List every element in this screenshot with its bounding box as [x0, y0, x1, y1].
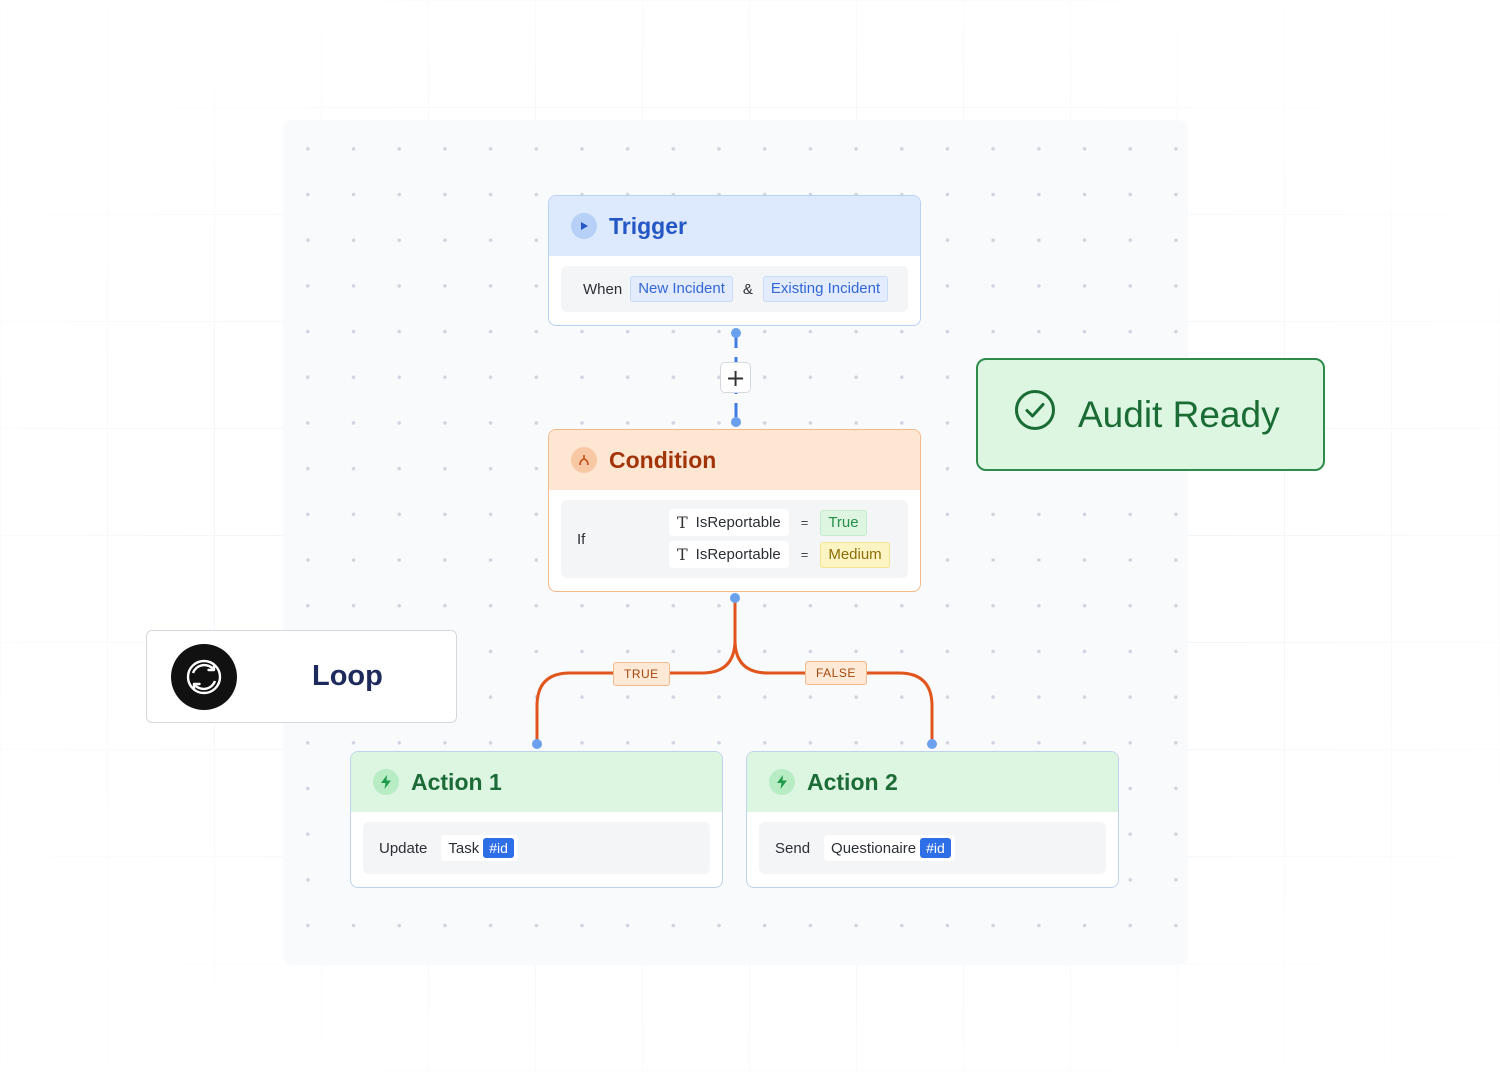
action-1-body: Update Task #id	[363, 822, 710, 874]
loop-label: Loop	[312, 660, 383, 692]
bolt-icon	[373, 769, 399, 795]
field-chip[interactable]: T IsReportable	[669, 509, 789, 536]
fork-icon	[571, 447, 597, 473]
condition-node[interactable]: Condition If T IsReportable = True T IsR…	[548, 429, 921, 592]
action-2-title: Action 2	[807, 768, 898, 795]
object-name: Questionaire	[831, 839, 917, 857]
audit-ready-label: Audit Ready	[1078, 393, 1280, 435]
action-1-node[interactable]: Action 1 Update Task #id	[350, 751, 723, 888]
trigger-title: Trigger	[609, 212, 687, 239]
object-name: Task	[448, 839, 480, 857]
if-label: If	[577, 530, 586, 548]
conjunction-label: &	[742, 280, 753, 298]
action-2-node[interactable]: Action 2 Send Questionaire #id	[746, 751, 1119, 888]
object-chip[interactable]: Task #id	[441, 835, 518, 861]
condition-title: Condition	[609, 446, 717, 473]
id-tag: #id	[920, 838, 951, 858]
add-step-button[interactable]: +	[720, 362, 751, 393]
text-type-icon: T	[677, 513, 688, 532]
field-name: IsReportable	[695, 546, 781, 563]
true-branch-label[interactable]: TRUE	[613, 662, 670, 686]
text-type-icon: T	[677, 545, 688, 564]
action-verb: Send	[775, 839, 811, 857]
audit-ready-badge: Audit Ready	[976, 358, 1325, 471]
condition-body: If T IsReportable = True T IsReportable …	[561, 500, 908, 578]
action-2-body: Send Questionaire #id	[759, 822, 1106, 874]
action-1-header: Action 1	[351, 752, 722, 812]
condition-rule-row: T IsReportable = Medium	[669, 541, 890, 568]
trigger-node[interactable]: Trigger When New Incident & Existing Inc…	[548, 195, 921, 326]
action-verb: Update	[379, 839, 428, 857]
refresh-icon	[171, 643, 237, 710]
object-chip[interactable]: Questionaire #id	[824, 835, 955, 861]
field-name: IsReportable	[695, 514, 781, 531]
play-icon	[571, 213, 597, 239]
event-chip-new-incident[interactable]: New Incident	[630, 276, 733, 302]
value-chip-true[interactable]: True	[820, 509, 867, 536]
trigger-header: Trigger	[549, 196, 920, 256]
operator: =	[800, 547, 809, 562]
action-2-header: Action 2	[747, 752, 1118, 812]
false-branch-label[interactable]: FALSE	[805, 661, 867, 685]
action-1-title: Action 1	[411, 768, 502, 795]
bolt-icon	[769, 769, 795, 795]
condition-header: Condition	[549, 430, 920, 490]
when-label: When	[583, 280, 623, 298]
value-chip-medium[interactable]: Medium	[820, 541, 890, 568]
field-chip[interactable]: T IsReportable	[669, 541, 789, 568]
event-chip-existing-incident[interactable]: Existing Incident	[762, 276, 889, 302]
trigger-body: When New Incident & Existing Incident	[561, 266, 908, 312]
check-circle-icon	[1014, 389, 1056, 440]
id-tag: #id	[483, 838, 514, 858]
operator: =	[800, 515, 809, 530]
loop-card[interactable]: Loop	[146, 630, 457, 723]
condition-rule-row: T IsReportable = True	[669, 509, 867, 536]
